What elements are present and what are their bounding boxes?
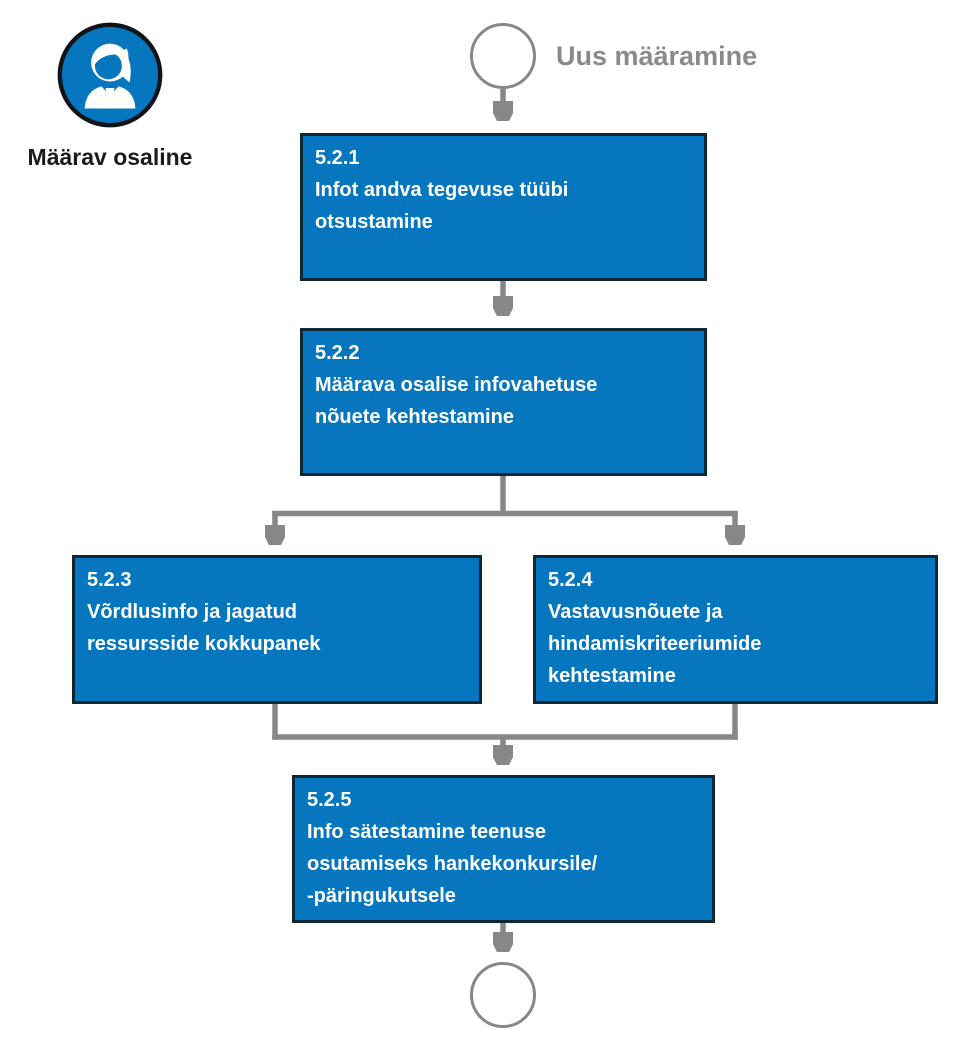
start-event-circle <box>470 23 536 89</box>
person-icon <box>57 22 163 128</box>
task-5-2-1: 5.2.1 Infot andva tegevuse tüübi otsusta… <box>300 133 707 281</box>
node-label: Infot andva tegevuse tüübi otsustamine <box>315 179 569 233</box>
node-id: 5.2.1 <box>315 147 360 169</box>
node-label: Määrava osalise infovahetuse nõuete keht… <box>315 374 598 428</box>
task-5-2-3: 5.2.3 Võrdlusinfo ja jagatud ressursside… <box>72 555 482 704</box>
task-5-2-4: 5.2.4 Vastavusnõuete ja hindamiskriteeri… <box>533 555 938 704</box>
start-event-label: Uus määramine <box>556 41 758 71</box>
actor-label: Määrav osaline <box>27 144 193 170</box>
node-label: Vastavusnõuete ja hindamiskriteeriumide … <box>548 601 762 687</box>
node-id: 5.2.4 <box>548 569 593 591</box>
node-id: 5.2.5 <box>307 789 352 811</box>
task-5-2-2: 5.2.2 Määrava osalise infovahetuse nõuet… <box>300 328 707 476</box>
node-id: 5.2.3 <box>87 569 132 591</box>
node-id: 5.2.2 <box>315 342 360 364</box>
end-event-circle <box>470 962 536 1028</box>
node-label: Info sätestamine teenuse osutamiseks han… <box>307 821 598 907</box>
task-5-2-5: 5.2.5 Info sätestamine teenuse osutamise… <box>292 775 715 923</box>
node-label: Võrdlusinfo ja jagatud ressursside kokku… <box>87 601 321 655</box>
